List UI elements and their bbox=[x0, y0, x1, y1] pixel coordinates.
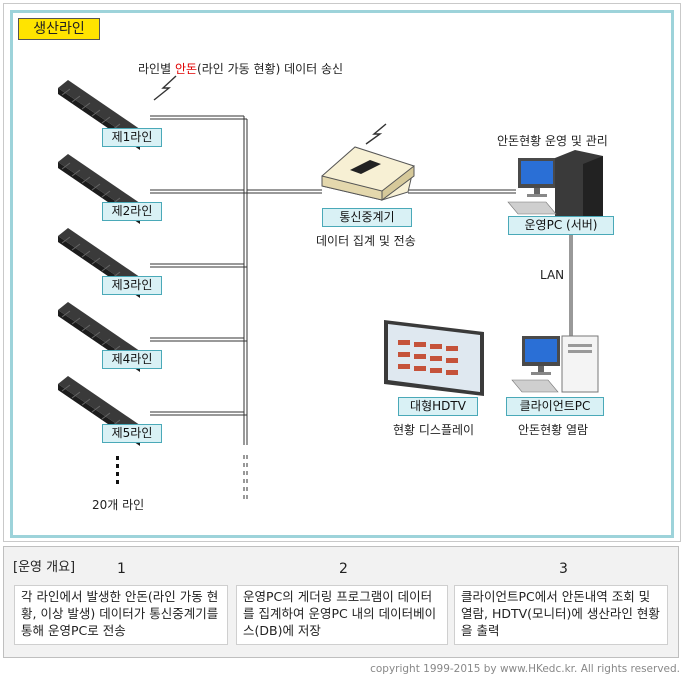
relay-label: 통신중계기 bbox=[322, 208, 412, 227]
step-description-1: 각 라인에서 발생한 안돈(라인 가동 현황, 이상 발생) 데이터가 통신중계… bbox=[14, 585, 228, 645]
client-label: 클라이언트PC bbox=[506, 397, 604, 416]
more-lines-label: 20개 라인 bbox=[92, 498, 145, 512]
step-number-2: 2 bbox=[339, 561, 348, 577]
copyright-text: copyright 1999-2015 by www.HKedc.kr. All… bbox=[370, 663, 680, 675]
hdtv-icon bbox=[384, 320, 484, 396]
top-caption: 라인별 안돈(라인 가동 현황) 데이터 송신 bbox=[138, 60, 343, 77]
top-caption-pre: 라인별 bbox=[138, 62, 175, 76]
bus-wiring bbox=[150, 115, 573, 500]
more-lines-dots bbox=[116, 456, 119, 484]
hdtv-sub: 현황 디스플레이 bbox=[393, 423, 475, 437]
line-label-3: 제3라인 bbox=[102, 276, 162, 295]
top-caption-post: (라인 가동 현황) 데이터 송신 bbox=[197, 62, 344, 76]
lan-label: LAN bbox=[540, 268, 565, 282]
line-label-2: 제2라인 bbox=[102, 202, 162, 221]
server-label: 운영PC (서버) bbox=[508, 216, 614, 235]
server-caption: 안돈현황 운영 및 관리 bbox=[497, 134, 608, 148]
relay-device-icon bbox=[321, 146, 415, 201]
signal-icon-lines bbox=[153, 75, 177, 101]
step-description-3: 클라이언트PC에서 안돈내역 조회 및 열람, HDTV(모니터)에 생산라인 … bbox=[454, 585, 668, 645]
step-number-3: 3 bbox=[559, 561, 568, 577]
diagram-frame bbox=[3, 3, 681, 542]
section-title-badge: 생산라인 bbox=[18, 18, 100, 40]
line-label-5: 제5라인 bbox=[102, 424, 162, 443]
relay-sub: 데이터 집계 및 전송 bbox=[316, 234, 416, 248]
hdtv-label: 대형HDTV bbox=[398, 397, 478, 416]
step-description-2: 운영PC의 게더링 프로그램이 데이터를 집계하여 운영PC 내의 데이터베이스… bbox=[236, 585, 448, 645]
line-label-4: 제4라인 bbox=[102, 350, 162, 369]
server-pc-icon bbox=[507, 150, 603, 226]
client-pc-icon bbox=[511, 335, 599, 393]
line-label-1: 제1라인 bbox=[102, 128, 162, 147]
client-sub: 안돈현황 열람 bbox=[518, 423, 589, 437]
overview-title: [운영 개요] bbox=[13, 560, 76, 575]
top-caption-highlight: 안돈 bbox=[174, 62, 198, 76]
step-number-1: 1 bbox=[117, 561, 126, 577]
signal-icon-relay bbox=[365, 123, 387, 145]
